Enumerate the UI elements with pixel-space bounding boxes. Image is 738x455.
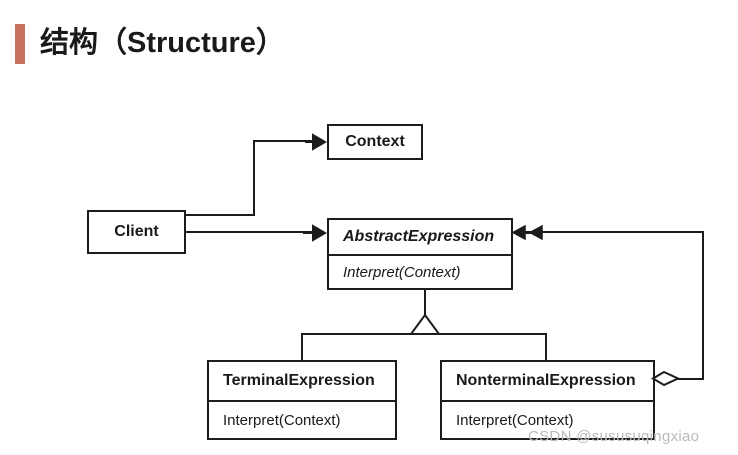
page-title: 结构（Structure） [40, 27, 285, 59]
connector-generalization-stem [424, 290, 426, 316]
class-box-client[interactable]: Client [87, 210, 186, 254]
class-operation-nonterminal-expression-interpret: Interpret(Context) [442, 400, 653, 438]
aggregation-diamond-icon [651, 370, 681, 387]
class-name-abstract-expression: AbstractExpression [343, 228, 495, 245]
connector-aggregation-seg2 [702, 231, 704, 380]
class-name-nonterminal-expression: NonterminalExpression [456, 372, 636, 389]
watermark-text: CSDN @sususuqingxiao [528, 428, 700, 445]
connector-client-context-seg2 [253, 140, 255, 216]
connector-client-abstractexpression [186, 231, 316, 233]
arrowhead-into-abstractexpression-left-icon [303, 224, 327, 242]
class-operation-abstract-expression-interpret: Interpret(Context) [329, 254, 511, 288]
class-box-terminal-expression[interactable]: TerminalExpression Interpret(Context) [207, 360, 397, 440]
class-name-terminal-expression: TerminalExpression [223, 372, 375, 389]
title-accent-bar [15, 24, 25, 64]
class-operation-terminal-expression-interpret: Interpret(Context) [209, 400, 395, 438]
class-name-client: Client [114, 223, 159, 240]
connector-generalization-to-nonterminal [545, 333, 547, 361]
arrowhead-into-context-icon [305, 133, 327, 151]
class-name-context: Context [345, 133, 405, 150]
connector-generalization-bus [301, 333, 547, 335]
class-box-context[interactable]: Context [327, 124, 423, 160]
arrowhead-into-abstractexpression-right-icon [511, 224, 543, 241]
connector-aggregation-seg3 [540, 231, 704, 233]
class-box-abstract-expression[interactable]: AbstractExpression Interpret(Context) [327, 218, 513, 290]
class-box-nonterminal-expression[interactable]: NonterminalExpression Interpret(Context) [440, 360, 655, 440]
connector-client-context-seg1 [186, 214, 255, 216]
connector-client-context-seg3 [253, 140, 315, 142]
connector-generalization-to-terminal [301, 333, 303, 361]
connector-aggregation-seg1 [676, 378, 704, 380]
